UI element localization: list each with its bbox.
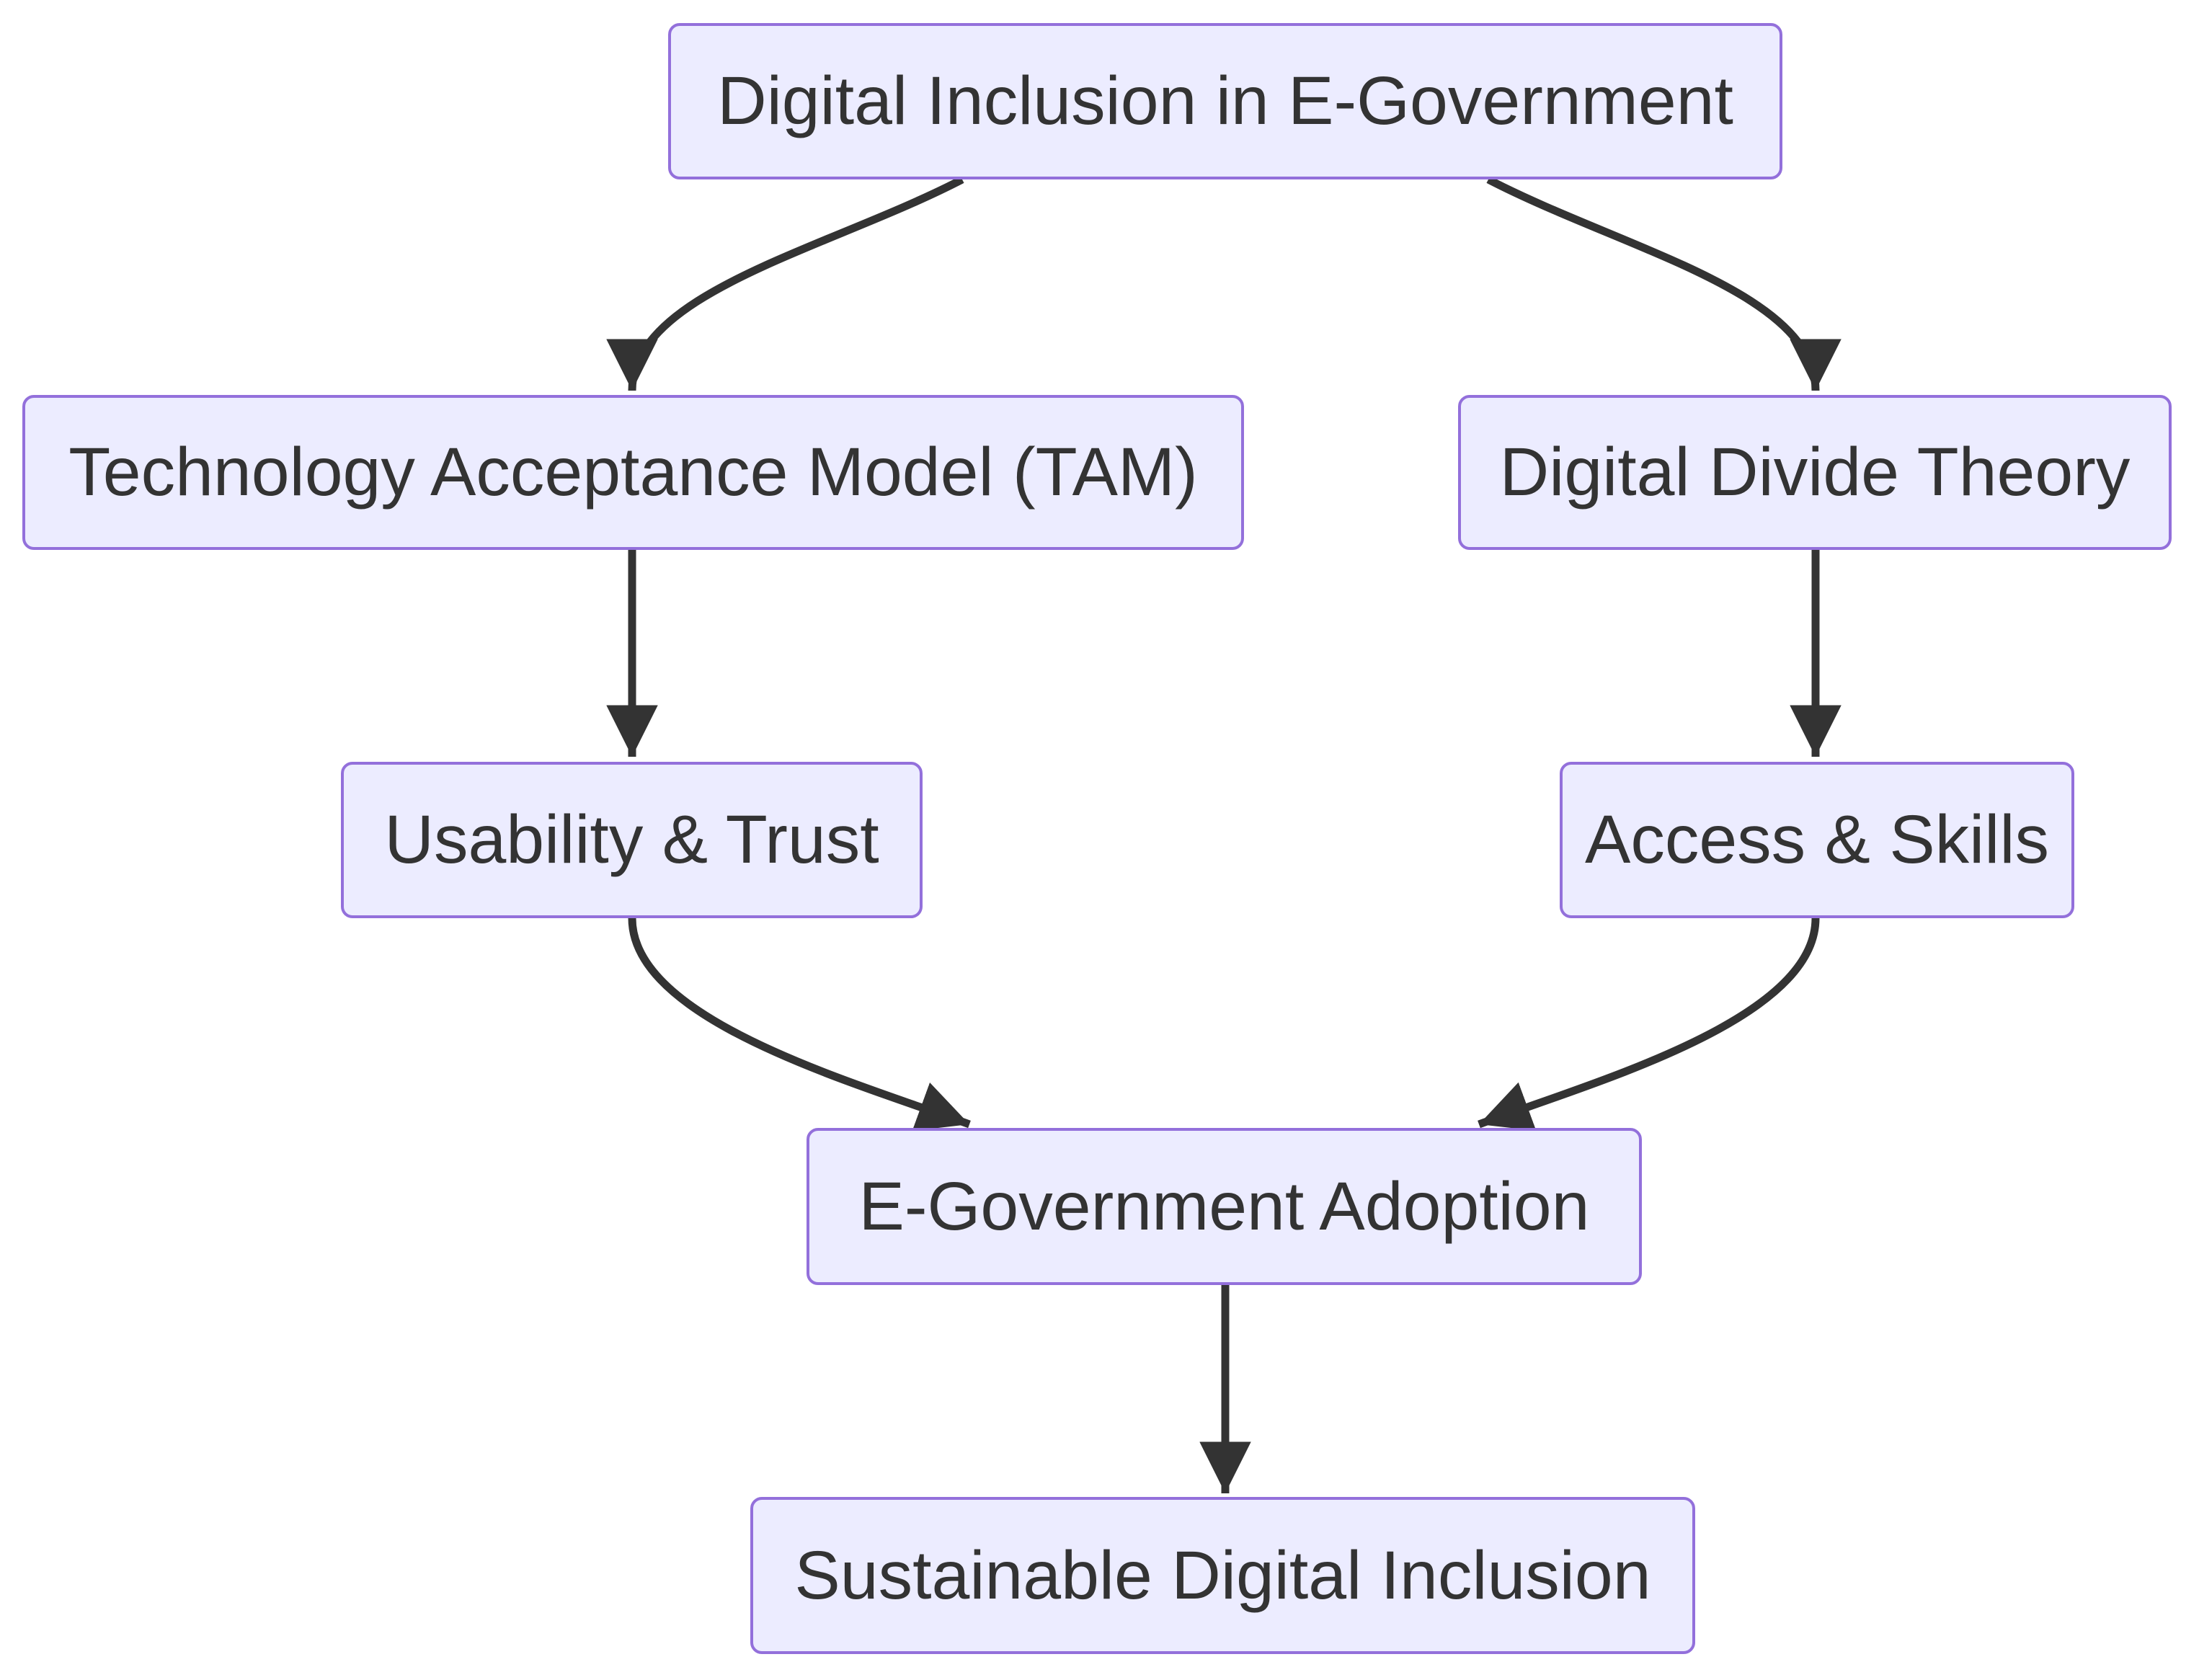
node-technology-acceptance-model: Technology Acceptance Model (TAM): [22, 395, 1244, 550]
edge-access-skills-to-egov-adoption: [1478, 917, 1820, 1131]
edge-digital-inclusion-to-digital-divide: [1486, 176, 1842, 391]
edge-usability-trust-to-egov-adoption: [628, 917, 971, 1132]
node-sustainable-digital-inclusion: Sustainable Digital Inclusion: [750, 1497, 1695, 1654]
node-access-and-skills: Access & Skills: [1560, 762, 2074, 918]
edge-digital-inclusion-to-tam: [606, 176, 964, 391]
node-e-government-adoption: E-Government Adoption: [807, 1128, 1642, 1285]
node-digital-divide-theory: Digital Divide Theory: [1458, 395, 2172, 550]
node-digital-inclusion-in-e-government: Digital Inclusion in E-Government: [668, 23, 1782, 179]
node-usability-and-trust: Usability & Trust: [341, 762, 923, 918]
